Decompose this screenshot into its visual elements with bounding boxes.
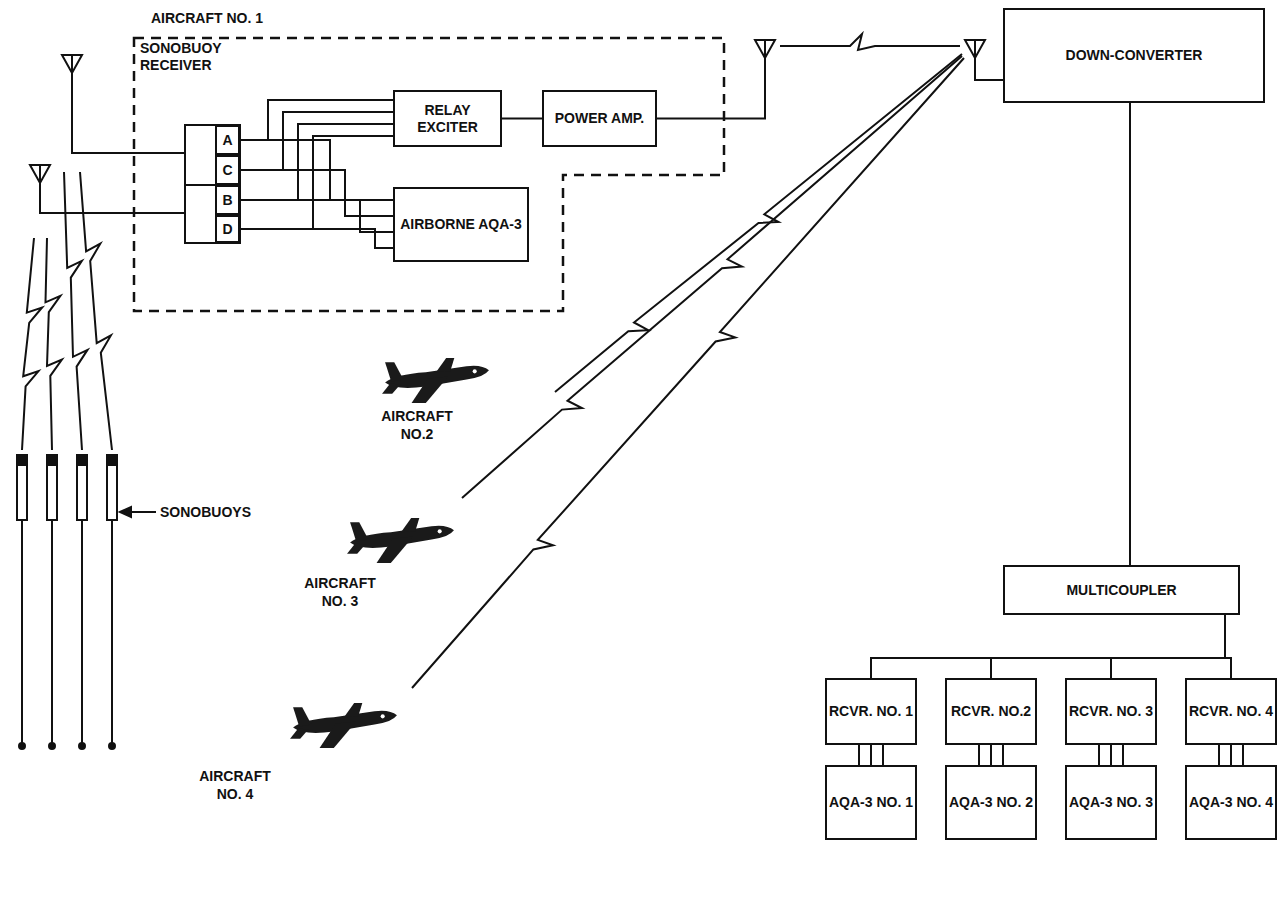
- pointer-arrow: [120, 507, 156, 517]
- connector: [240, 170, 393, 216]
- connector: [991, 615, 1225, 678]
- node-label: MULTICOUPLER: [1066, 582, 1176, 599]
- equipment-box: AQA-3 NO. 1: [825, 765, 917, 840]
- radio-link: [80, 172, 112, 450]
- connector: [979, 745, 1003, 765]
- pointer-label: SONOBUOYS: [160, 504, 251, 522]
- aircraft-group: AIRCRAFT NO. 1 SONOBUOY RECEIVER ACBD RELAY…: [133, 8, 725, 312]
- equipment-box: RCVR. NO. 1: [825, 678, 917, 745]
- connector: [1129, 103, 1131, 565]
- radio-link: [46, 238, 62, 450]
- equipment-box: AQA-3 NO. 2: [945, 765, 1037, 840]
- equipment-box: AQA-3 NO. 3: [1065, 765, 1157, 840]
- radio-link: [462, 56, 962, 498]
- aircraft-label: AIRCRAFT NO.2: [372, 408, 462, 443]
- connector: [1111, 615, 1225, 678]
- node-label: RELAY EXCITER: [395, 102, 500, 136]
- aircraft-silhouette: [347, 518, 454, 563]
- equipment-box: DOWN-CONVERTER: [1003, 8, 1265, 103]
- channel-cell: D: [215, 215, 240, 243]
- sonobuoy-receiver: SONOBUOY RECEIVER ACBD: [140, 40, 240, 243]
- node-label: RCVR. NO.2: [951, 703, 1031, 720]
- channel-cell: B: [215, 185, 240, 215]
- node-label: SONOBUOY RECEIVER: [140, 40, 240, 74]
- equipment-box: AIRBORNE AQA-3: [393, 187, 529, 262]
- aircraft-label: AIRCRAFT NO. 4: [190, 768, 280, 803]
- equipment-box: AQA-3 NO. 4: [1185, 765, 1277, 840]
- channel-cell: A: [215, 125, 240, 155]
- aircraft-silhouette: [382, 358, 489, 403]
- channel-cell: C: [215, 155, 240, 185]
- equipment-box: RCVR. NO.2: [945, 678, 1037, 745]
- connector: [859, 745, 883, 765]
- node-label: RCVR. NO. 4: [1189, 703, 1273, 720]
- connector: [1225, 615, 1231, 678]
- channel-letter: B: [222, 192, 232, 209]
- connector: [240, 229, 393, 248]
- node-label: AIRCRAFT NO. 1: [148, 10, 266, 27]
- equipment-box: RELAY EXCITER: [393, 90, 502, 147]
- connector: [240, 100, 393, 140]
- sonobuoys: [17, 455, 117, 749]
- radio-link: [22, 238, 42, 450]
- connector: [871, 615, 1225, 678]
- node-label: AQA-3 NO. 3: [1069, 794, 1153, 811]
- channel-letter: A: [222, 132, 232, 149]
- node-label: DOWN-CONVERTER: [1066, 47, 1203, 64]
- connector: [240, 136, 393, 229]
- connector: [240, 200, 393, 232]
- radio-links: [22, 54, 964, 688]
- node-label: AQA-3 NO. 4: [1189, 794, 1273, 811]
- connector: [1099, 745, 1123, 765]
- connector: [657, 34, 1003, 119]
- node-label: AQA-3 NO. 2: [949, 794, 1033, 811]
- connector: [1219, 745, 1243, 765]
- node-label: RCVR. NO. 1: [829, 703, 913, 720]
- equipment-box: RCVR. NO. 3: [1065, 678, 1157, 745]
- node-label: RCVR. NO. 3: [1069, 703, 1153, 720]
- node-label: POWER AMP.: [555, 110, 644, 127]
- equipment-box: POWER AMP.: [542, 90, 657, 147]
- radio-link: [412, 58, 964, 688]
- channel-letter: D: [222, 221, 232, 238]
- equipment-box: RCVR. NO. 4: [1185, 678, 1277, 745]
- equipment-box: MULTICOUPLER: [1003, 565, 1240, 615]
- node-label: AIRBORNE AQA-3: [400, 216, 522, 233]
- channel-letter: C: [222, 162, 232, 179]
- node-label: AQA-3 NO. 1: [829, 794, 913, 811]
- aircraft-silhouette: [290, 703, 397, 748]
- aircraft-label: AIRCRAFT NO. 3: [295, 575, 385, 610]
